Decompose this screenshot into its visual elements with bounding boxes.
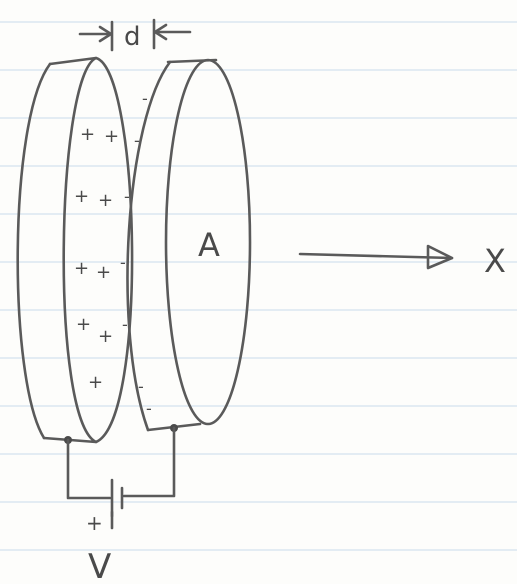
separation-label: d: [124, 22, 141, 52]
negative-charge: -: [146, 399, 152, 418]
negative-charge: -: [138, 377, 144, 396]
left-plate-top-edge: [48, 56, 98, 66]
right-plate-front-face: [164, 58, 252, 426]
right-plate: [126, 58, 252, 432]
positive-charge: +: [96, 262, 111, 283]
negative-charge: -: [122, 315, 128, 334]
negative-charge: -: [142, 89, 148, 108]
left-plate-front-face: [62, 56, 134, 444]
positive-charge: +: [80, 124, 95, 145]
positive-charges: + + + + + + + + +: [74, 124, 119, 393]
left-plate: [16, 56, 134, 444]
battery-plus-sign: +: [86, 511, 103, 535]
positive-charge: +: [74, 258, 89, 279]
separation-marker: d: [78, 18, 192, 52]
voltage-label: V: [88, 547, 111, 584]
x-axis-arrowhead: [426, 244, 454, 270]
right-arrow-head: [153, 23, 168, 41]
x-axis-label: X: [484, 242, 506, 280]
negative-charge: -: [124, 187, 130, 206]
negative-charge: -: [120, 253, 126, 272]
positive-charge: +: [104, 126, 119, 147]
left-wire: [66, 438, 112, 500]
right-wire: [122, 426, 176, 498]
positive-charge: +: [88, 372, 103, 393]
x-axis-arrow: X: [298, 242, 506, 280]
negative-charge: -: [134, 131, 140, 150]
positive-charge: +: [76, 314, 91, 335]
positive-charge: +: [74, 186, 89, 207]
negative-charges: - - - - - - -: [120, 89, 152, 418]
x-axis-line: [298, 252, 454, 260]
area-label: A: [198, 226, 220, 264]
left-plate-back-edge: [16, 62, 52, 440]
positive-charge: +: [98, 326, 113, 347]
battery-circuit: + V: [64, 424, 178, 584]
positive-charge: +: [98, 190, 113, 211]
right-plate-back-edge: [126, 60, 172, 432]
